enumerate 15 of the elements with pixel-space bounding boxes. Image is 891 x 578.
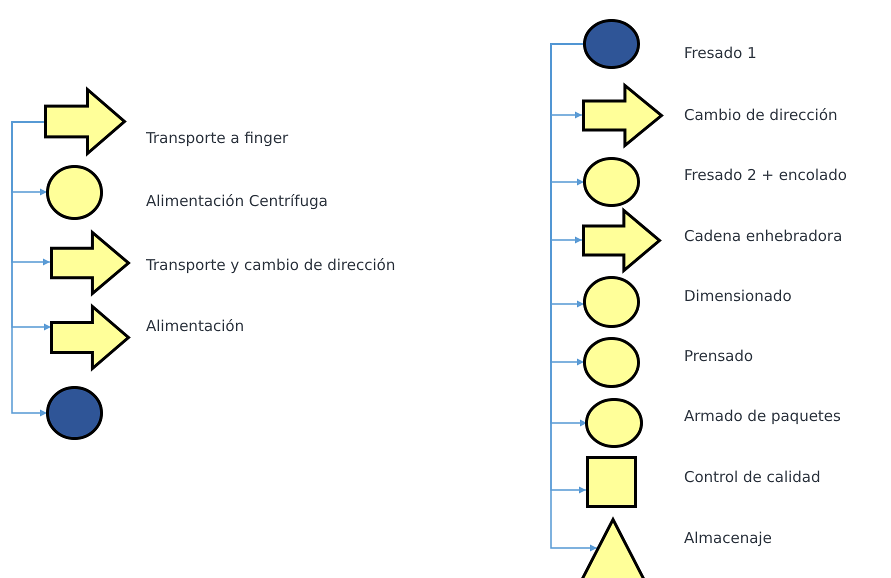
connector-arrow bbox=[11, 121, 47, 416]
step-label: Alimentación bbox=[146, 317, 244, 335]
step-label: Alimentación Centrífuga bbox=[146, 192, 328, 210]
step-label: Armado de paquetes bbox=[684, 407, 841, 425]
step-label: Fresado 1 bbox=[684, 44, 757, 62]
step-label: Fresado 2 + encolado bbox=[684, 166, 847, 184]
step-label: Transporte y cambio de dirección bbox=[146, 256, 396, 274]
connector-arrow bbox=[550, 43, 597, 552]
step-label: Prensado bbox=[684, 347, 754, 365]
step-label: Dimensionado bbox=[684, 287, 792, 305]
step-label: Almacenaje bbox=[684, 529, 772, 547]
step-label: Cadena enhebradora bbox=[684, 227, 842, 245]
step-label: Control de calidad bbox=[684, 468, 821, 486]
step-label: Cambio de dirección bbox=[684, 106, 838, 124]
step-label: Transporte a finger bbox=[146, 129, 288, 147]
